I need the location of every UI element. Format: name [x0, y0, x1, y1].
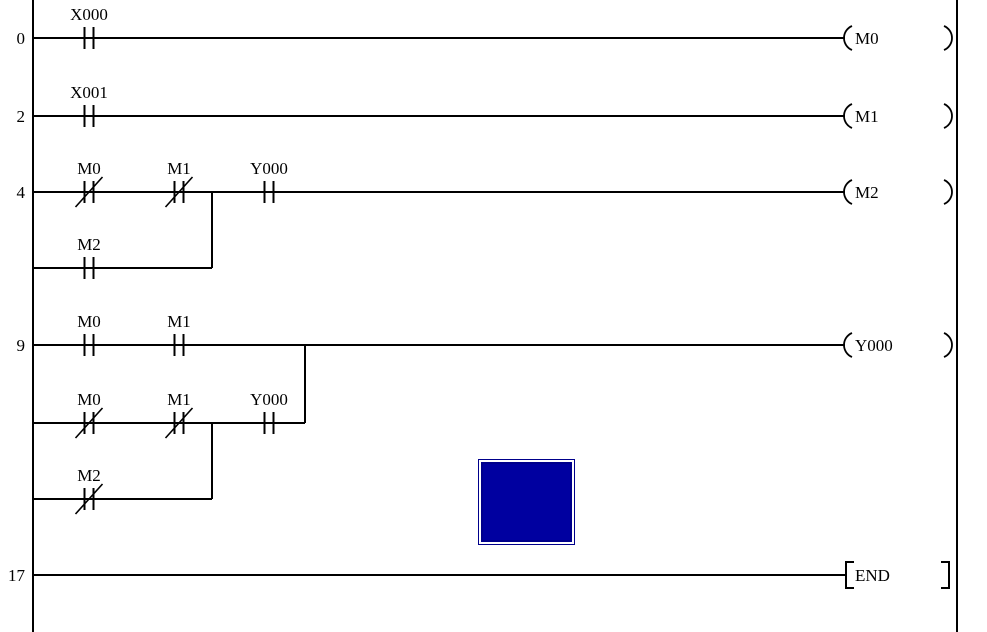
- contact-nc-slash: [74, 407, 104, 439]
- contact-label: X000: [70, 5, 108, 24]
- contact-nc-m1[interactable]: M1: [164, 390, 194, 439]
- coil-m1[interactable]: M1: [843, 103, 953, 129]
- coil-label: M2: [855, 183, 879, 202]
- coil-close-paren: [943, 103, 953, 129]
- coil-y000[interactable]: Y000: [843, 332, 953, 358]
- coil-label: M1: [855, 107, 879, 126]
- coil-close-paren: [943, 25, 953, 51]
- rung-number: 4: [17, 183, 26, 202]
- contact-nc-m0[interactable]: M0: [74, 159, 104, 208]
- contact-label: M0: [77, 159, 101, 178]
- coil-open-paren: [843, 103, 853, 129]
- instruction-end[interactable]: END: [845, 561, 950, 589]
- contact-nc-m2[interactable]: M2: [74, 466, 104, 515]
- contact-label: M2: [77, 235, 101, 254]
- instruction-open-bracket: [845, 561, 854, 589]
- contact-no-x001[interactable]: X001: [70, 83, 108, 127]
- rung-number: 9: [17, 336, 26, 355]
- contact-nc-slash: [74, 483, 104, 515]
- contact-nc-slash: [74, 176, 104, 208]
- contact-label: M1: [167, 312, 191, 331]
- contact-label: X001: [70, 83, 108, 102]
- coil-close-paren: [943, 179, 953, 205]
- contact-label: M0: [77, 390, 101, 409]
- coil-m2[interactable]: M2: [843, 179, 953, 205]
- contact-no-y000[interactable]: Y000: [250, 159, 288, 203]
- contact-no-m2[interactable]: M2: [77, 235, 101, 279]
- contact-label: Y000: [250, 159, 288, 178]
- rung-17[interactable]: 17 END: [8, 561, 950, 589]
- contact-nc-m1[interactable]: M1: [164, 159, 194, 208]
- contact-label: M1: [167, 159, 191, 178]
- coil-close-paren: [943, 332, 953, 358]
- coil-open-paren: [843, 179, 853, 205]
- coil-label: M0: [855, 29, 879, 48]
- coil-label: Y000: [855, 336, 893, 355]
- coil-open-paren: [843, 332, 853, 358]
- rung-number: 17: [8, 566, 26, 585]
- rung-number: 0: [17, 29, 26, 48]
- contact-label: M0: [77, 312, 101, 331]
- contact-nc-slash: [164, 407, 194, 439]
- selection-cursor[interactable]: [479, 460, 574, 544]
- contact-no-y000[interactable]: Y000: [250, 390, 288, 434]
- contact-no-m1[interactable]: M1: [167, 312, 191, 356]
- contact-nc-m0[interactable]: M0: [74, 390, 104, 439]
- contact-label: Y000: [250, 390, 288, 409]
- contact-label: M1: [167, 390, 191, 409]
- contact-no-m0[interactable]: M0: [77, 312, 101, 356]
- coil-open-paren: [843, 25, 853, 51]
- instruction-close-bracket: [941, 561, 950, 589]
- coil-m0[interactable]: M0: [843, 25, 953, 51]
- rung-number: 2: [17, 107, 26, 126]
- contact-no-x000[interactable]: X000: [70, 5, 108, 49]
- contact-nc-slash: [164, 176, 194, 208]
- instruction-label: END: [855, 566, 890, 585]
- contact-label: M2: [77, 466, 101, 485]
